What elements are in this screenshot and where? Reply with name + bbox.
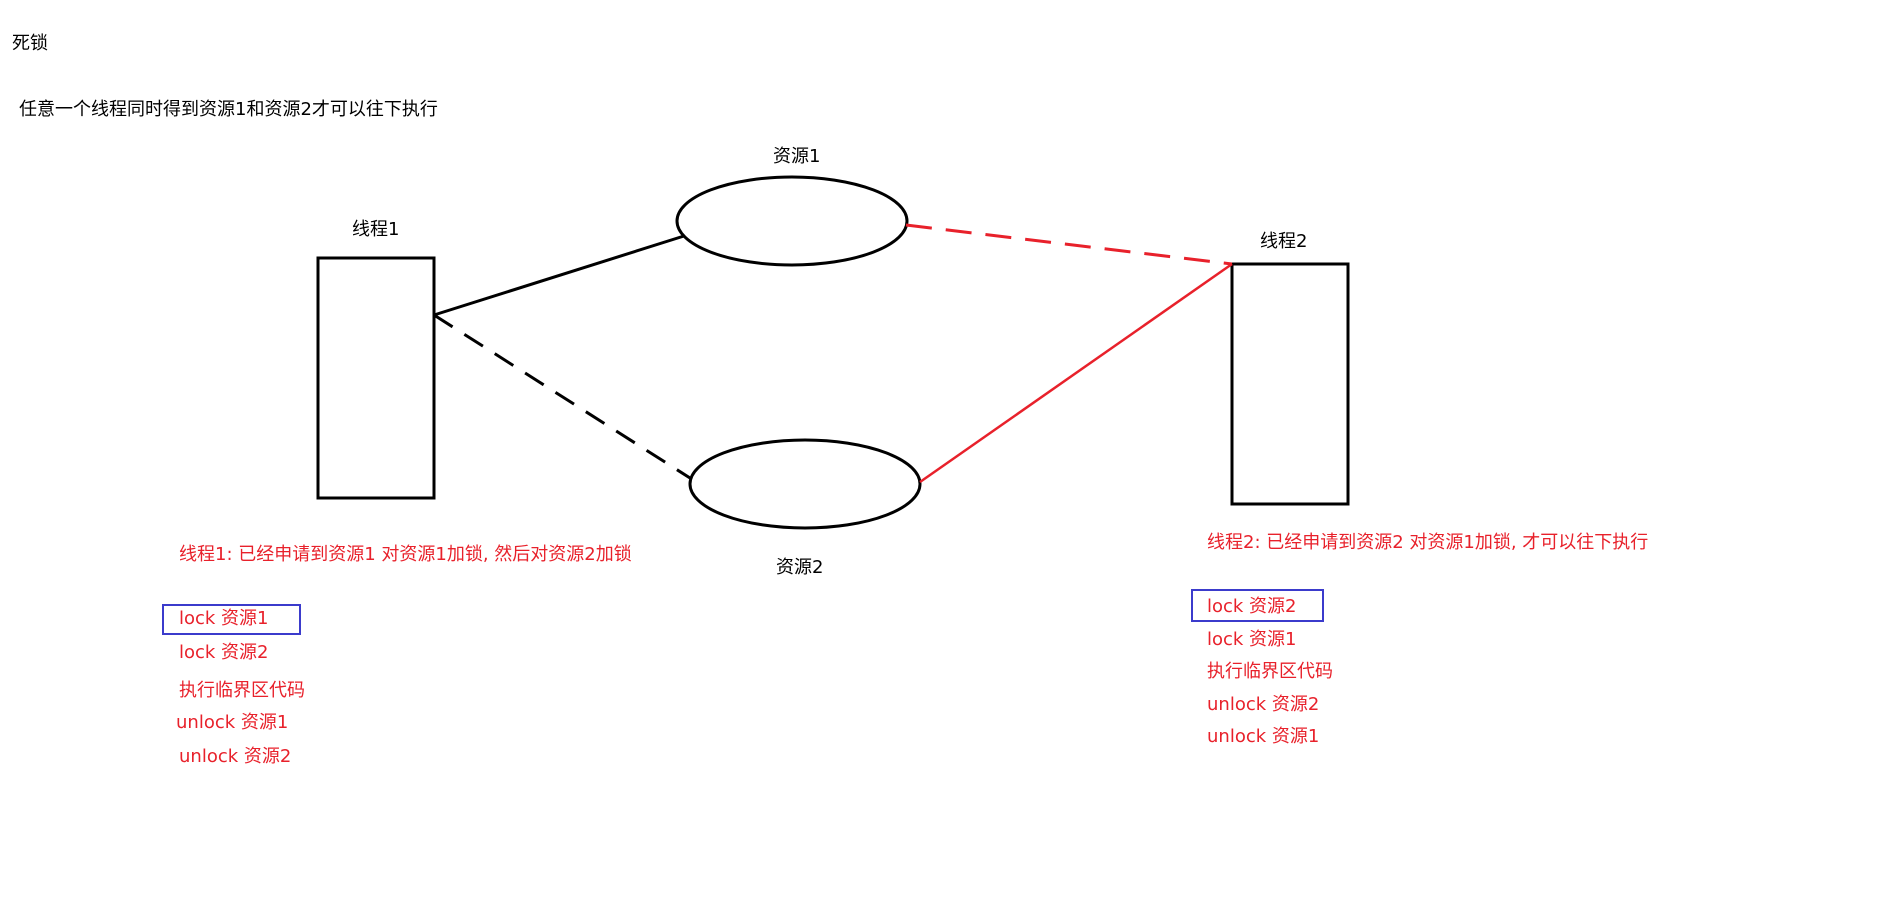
thread2-step-3: 执行临界区代码 xyxy=(1207,661,1333,682)
thread2-resource2-line xyxy=(919,262,1233,484)
thread2-step-2: lock 资源1 xyxy=(1207,629,1297,650)
thread2-highlight-box xyxy=(1191,589,1324,622)
thread2-resource1-dashed-line xyxy=(905,223,1233,266)
thread1-highlight-box xyxy=(162,604,301,635)
thread1-step-1: lock 资源1 xyxy=(179,608,269,629)
resource1-label: 资源1 xyxy=(773,146,821,167)
thread1-resource1-line xyxy=(433,234,685,317)
thread1-note: 线程1: 已经申请到资源1 对资源1加锁, 然后对资源2加锁 xyxy=(179,544,632,565)
thread2-label: 线程2 xyxy=(1260,231,1308,252)
thread1-resource2-dashed-line xyxy=(433,313,691,480)
thread2-step-1: lock 资源2 xyxy=(1207,596,1297,617)
thread1-box xyxy=(316,256,436,500)
thread1-step-3: 执行临界区代码 xyxy=(179,680,305,701)
thread2-step-5: unlock 资源1 xyxy=(1207,726,1320,747)
thread1-label: 线程1 xyxy=(352,219,400,240)
resource1-ellipse xyxy=(675,175,909,267)
thread1-step-4: unlock 资源1 xyxy=(176,712,289,733)
thread2-step-4: unlock 资源2 xyxy=(1207,694,1320,715)
thread1-step-2: lock 资源2 xyxy=(179,642,269,663)
resource2-label: 资源2 xyxy=(776,557,824,578)
thread2-note: 线程2: 已经申请到资源2 对资源1加锁, 才可以往下执行 xyxy=(1207,532,1649,553)
thread2-box xyxy=(1230,262,1350,506)
page-title: 死锁 xyxy=(12,33,48,54)
resource2-ellipse xyxy=(688,438,922,530)
page-subtitle: 任意一个线程同时得到资源1和资源2才可以往下执行 xyxy=(19,99,438,120)
thread1-step-5: unlock 资源2 xyxy=(179,746,292,767)
